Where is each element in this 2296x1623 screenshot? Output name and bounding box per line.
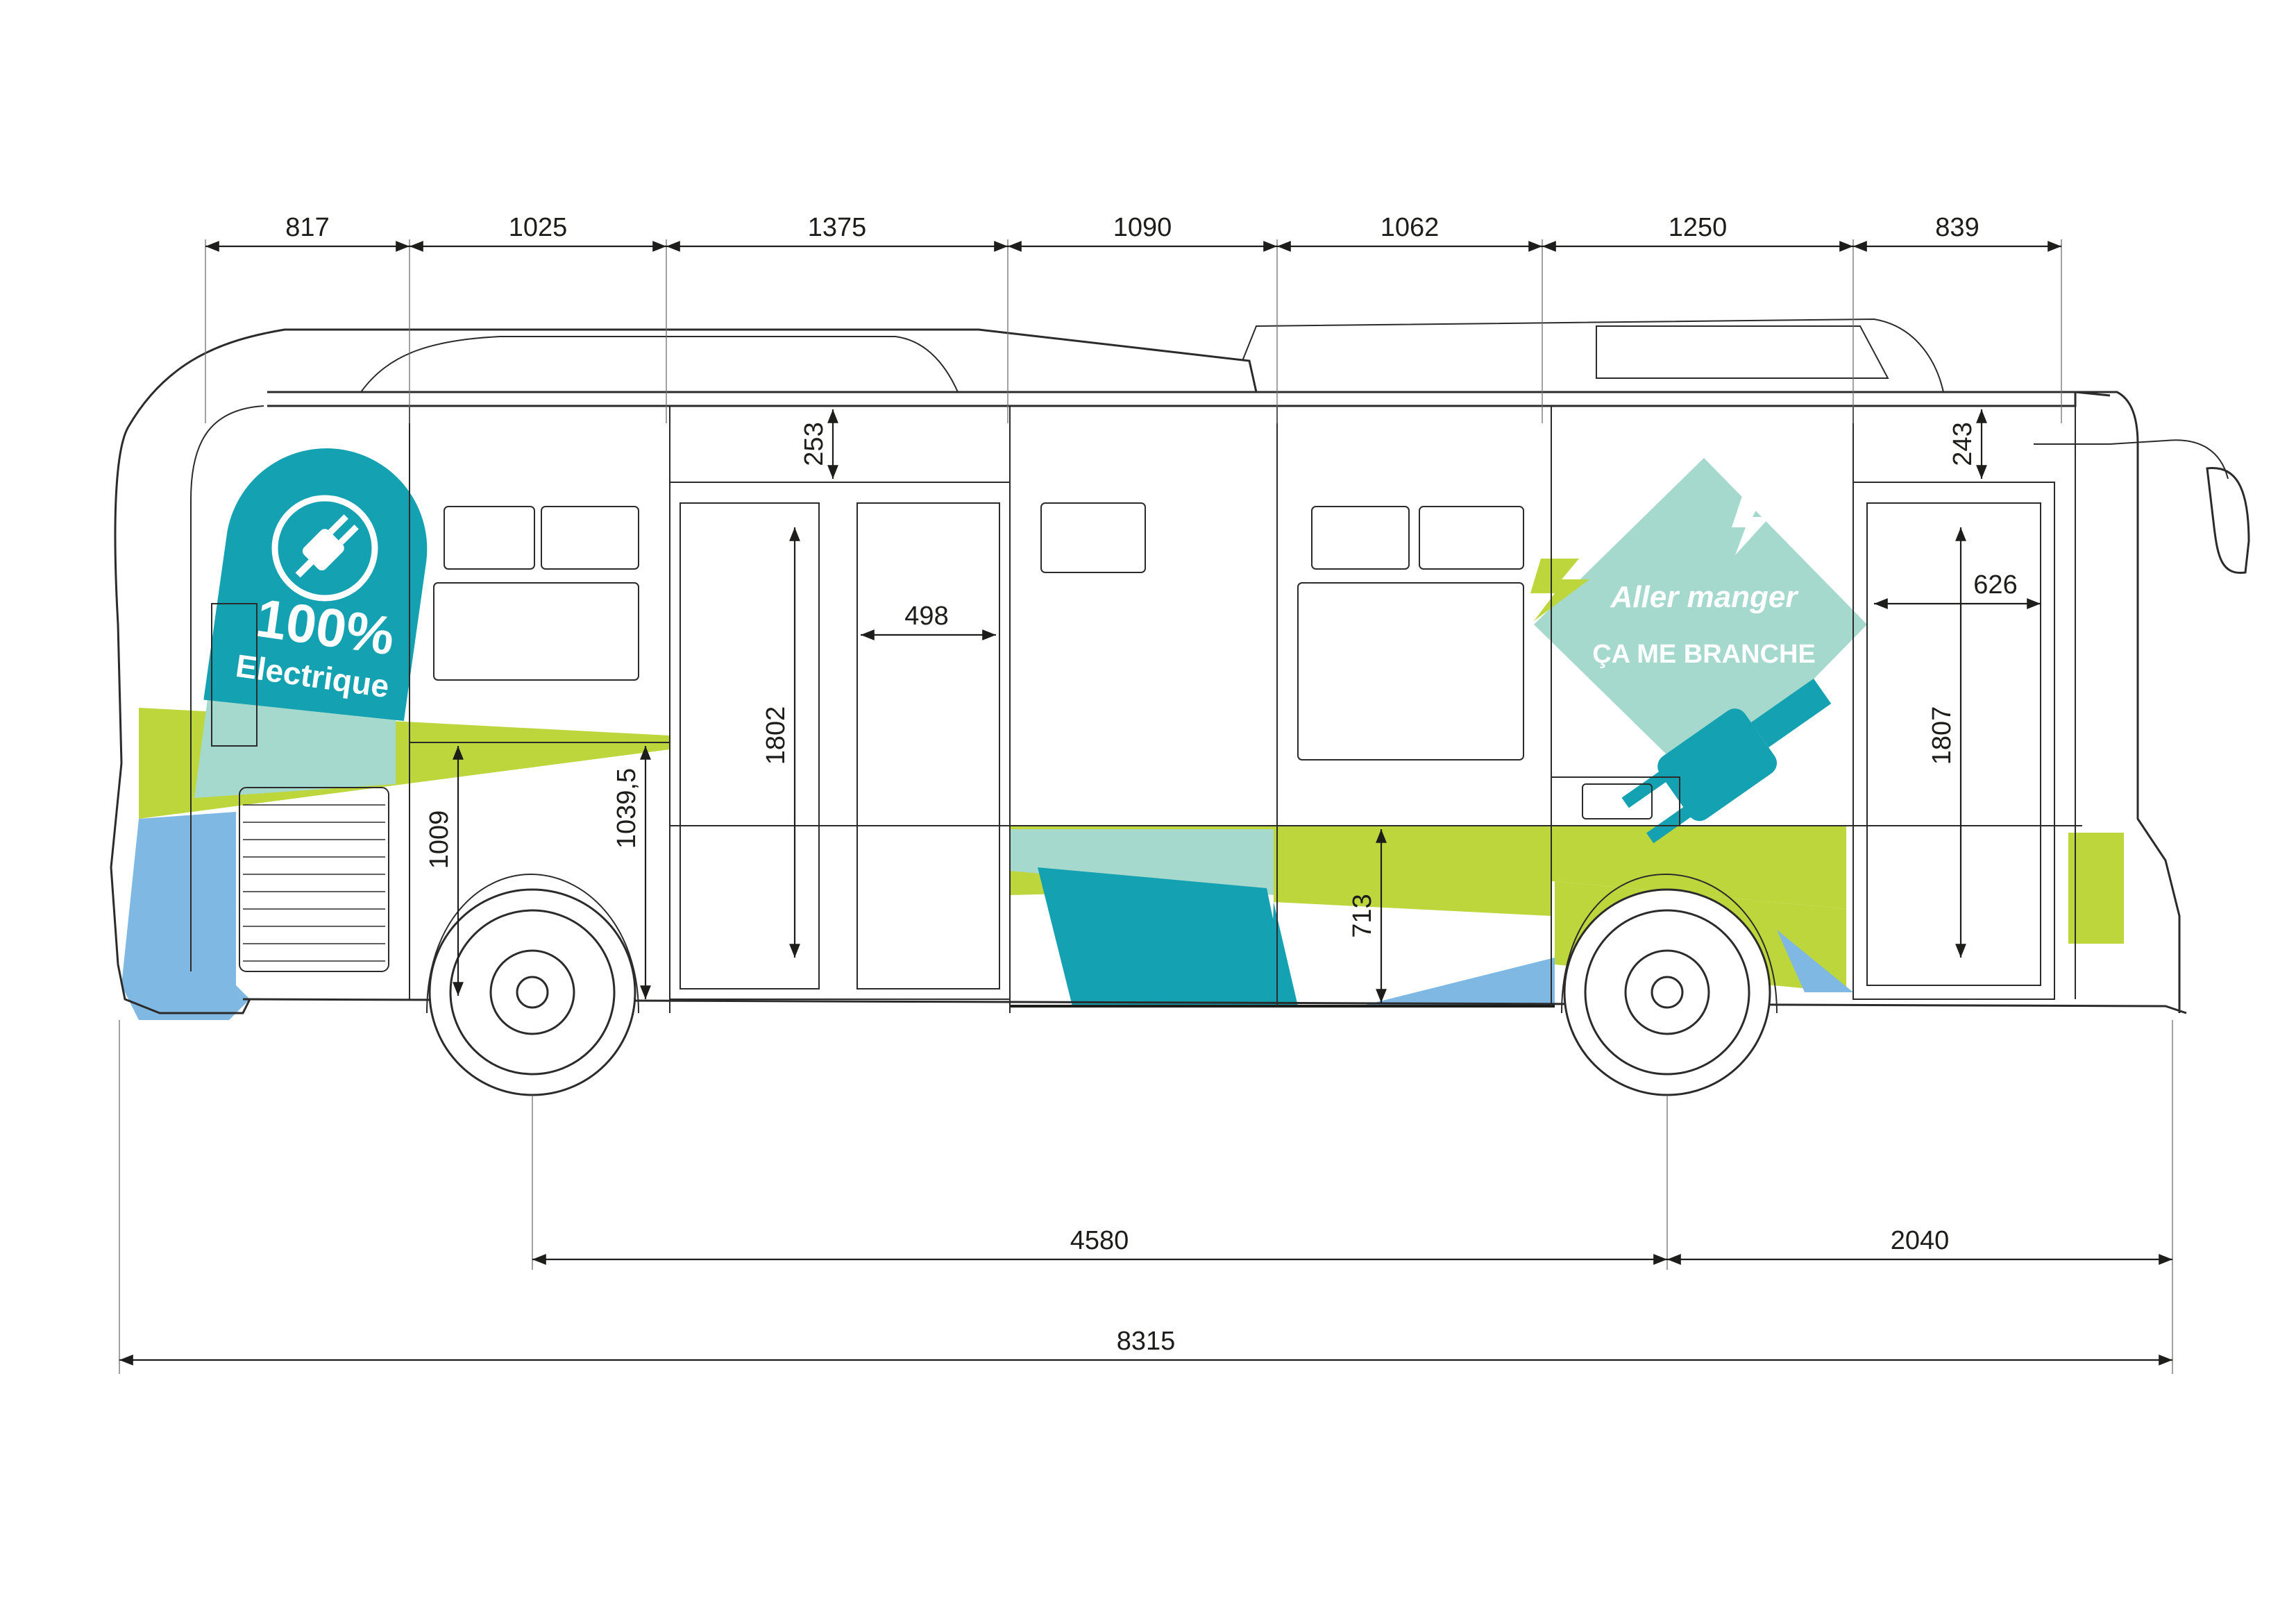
roof-offset-dims: 253 243 bbox=[800, 409, 1987, 479]
wheel-front bbox=[426, 873, 639, 1096]
roof-line bbox=[127, 328, 2111, 427]
slogan-line2: ÇA ME BRANCHE bbox=[1592, 640, 1816, 669]
roof-offset-right: 243 bbox=[1948, 422, 1977, 466]
door-dims: 498 1802 626 1807 bbox=[761, 527, 2041, 958]
livery-sky-skirt bbox=[1360, 958, 1555, 1006]
lightning-icon bbox=[1530, 559, 1589, 621]
lightning-icon-top bbox=[1732, 496, 1770, 555]
hatch-2 bbox=[541, 506, 639, 570]
rear-door-height: 1807 bbox=[1927, 706, 1957, 765]
front-door-left-leaf bbox=[679, 502, 820, 989]
top-dim-2: 1025 bbox=[509, 213, 568, 242]
rear-door-frame bbox=[1852, 482, 2055, 1000]
badge-shape bbox=[203, 448, 428, 722]
top-dim-7: 839 bbox=[1935, 213, 1979, 242]
front-door-frame bbox=[669, 482, 1011, 1000]
front-profile bbox=[110, 426, 251, 1014]
hatch-1 bbox=[444, 506, 535, 570]
hatch-7 bbox=[1297, 582, 1524, 760]
hatch-6 bbox=[1419, 506, 1524, 570]
roof-offset-left: 253 bbox=[800, 422, 829, 466]
rear-door-leaf bbox=[1866, 502, 2041, 986]
bottom-dims: 4580 2040 8315 bbox=[119, 1020, 2173, 1374]
livery-teal-skirt bbox=[1038, 867, 1291, 1006]
wheelbase: 4580 bbox=[1070, 1226, 1129, 1255]
roof-ac-vents bbox=[1596, 325, 1889, 379]
grille-slats bbox=[243, 804, 385, 962]
plug-icon bbox=[271, 495, 378, 602]
livery-mint-skirt bbox=[1010, 829, 1274, 895]
top-dim-6: 1250 bbox=[1669, 213, 1728, 242]
body-beltline bbox=[410, 742, 2082, 826]
livery-lime-nose bbox=[2068, 833, 2124, 944]
top-dim-3: 1375 bbox=[808, 213, 867, 242]
rear-profile bbox=[2075, 391, 2181, 1013]
plug-icon bbox=[1621, 678, 1832, 844]
overall-length: 8315 bbox=[1117, 1327, 1176, 1356]
top-dim-1: 817 bbox=[285, 213, 329, 242]
livery-sky-rear bbox=[1777, 930, 1853, 992]
rear-overhang: 2040 bbox=[1891, 1226, 1950, 1255]
door-height-left: 1802 bbox=[761, 706, 791, 765]
hatch-5 bbox=[1311, 506, 1410, 570]
side-window-front bbox=[211, 603, 258, 747]
top-extension-lines bbox=[205, 239, 2062, 423]
livery-sky-front bbox=[121, 812, 250, 1020]
front-box-height: 1009 bbox=[425, 810, 454, 869]
roof-pod-front bbox=[360, 336, 959, 393]
top-dim-4: 1090 bbox=[1113, 213, 1172, 242]
skirt-height: 713 bbox=[1348, 894, 1377, 937]
wheel-rear bbox=[1561, 873, 1778, 1096]
livery-teal-wedge2 bbox=[1270, 902, 1298, 1006]
bottom-extension-lines bbox=[119, 1020, 2173, 1374]
hatch-9 bbox=[1582, 783, 1653, 819]
front-pillar bbox=[190, 405, 264, 971]
livery-mint-badge bbox=[194, 694, 396, 798]
mirror-arm bbox=[2034, 439, 2229, 479]
roof-top bbox=[267, 391, 2077, 407]
roof-ac-unit bbox=[1242, 318, 1944, 393]
height-dims: 1009 1039,5 713 bbox=[425, 746, 1387, 1003]
hatch-8 bbox=[1551, 776, 1680, 826]
front-door-right-leaf bbox=[856, 502, 1000, 989]
livery-lime-skirt2 bbox=[1274, 829, 1551, 916]
slogan-line1: Aller manger bbox=[1610, 580, 1800, 614]
mirror-head bbox=[2206, 466, 2250, 575]
hatch-4 bbox=[1040, 502, 1146, 573]
hatch-3 bbox=[433, 582, 639, 681]
electric-badge: 100% Electrique bbox=[203, 448, 428, 722]
top-dimension-chain: 817 1025 1375 1090 1062 1250 839 bbox=[205, 213, 2062, 423]
top-dim-5: 1062 bbox=[1381, 213, 1440, 242]
rear-door-width: 626 bbox=[1973, 570, 2017, 600]
floor-height: 1039,5 bbox=[612, 768, 641, 849]
slogan-graphic: Aller manger ÇA ME BRANCHE bbox=[1530, 458, 1867, 844]
front-grille bbox=[239, 787, 389, 972]
door-width: 498 bbox=[904, 602, 948, 631]
bus-outline bbox=[110, 318, 2250, 1014]
